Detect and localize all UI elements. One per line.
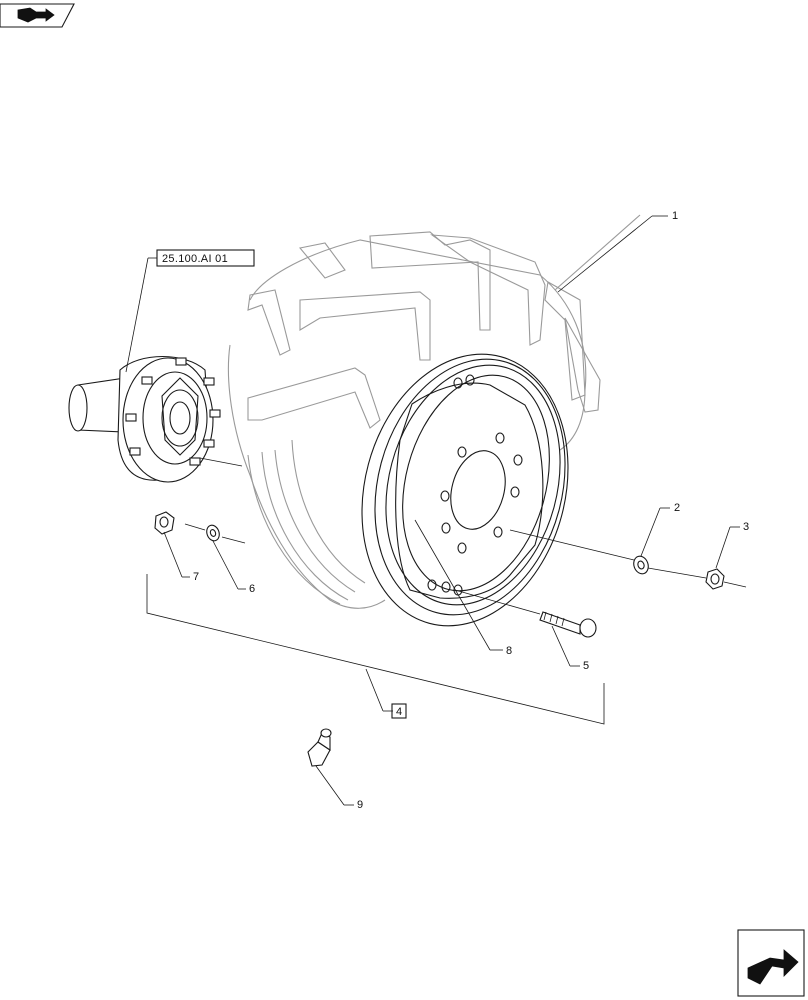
kit-bracket bbox=[146, 574, 605, 725]
nut-part bbox=[705, 568, 725, 590]
washer-part bbox=[633, 555, 649, 575]
callout-9: 9 bbox=[357, 799, 363, 811]
leader-lines bbox=[163, 215, 740, 806]
hub-studs bbox=[125, 357, 221, 466]
callout-2: 2 bbox=[674, 502, 680, 514]
nut-part-left bbox=[154, 511, 175, 535]
reference-label: 25.100.AI 01 bbox=[162, 253, 228, 265]
callout-5: 5 bbox=[583, 660, 589, 672]
callout-6: 6 bbox=[249, 583, 255, 595]
tire bbox=[227, 214, 641, 609]
callout-4: 4 bbox=[396, 706, 402, 718]
wheel-rim bbox=[361, 353, 569, 627]
callout-8: 8 bbox=[506, 645, 512, 657]
next-page-arrow-icon[interactable] bbox=[737, 929, 805, 997]
callout-7: 7 bbox=[193, 571, 199, 583]
book-arrow-icon[interactable] bbox=[0, 3, 75, 28]
reference-link[interactable]: 25.100.AI 01 bbox=[125, 249, 255, 373]
bolt-part bbox=[539, 611, 597, 638]
wheel-hub bbox=[68, 355, 221, 483]
callout-3: 3 bbox=[743, 521, 749, 533]
callout-1: 1 bbox=[672, 210, 678, 222]
valve-part bbox=[307, 728, 332, 767]
washer-part-left bbox=[206, 524, 220, 542]
callouts: 1 2 3 4 5 6 7 8 9 bbox=[193, 210, 749, 811]
